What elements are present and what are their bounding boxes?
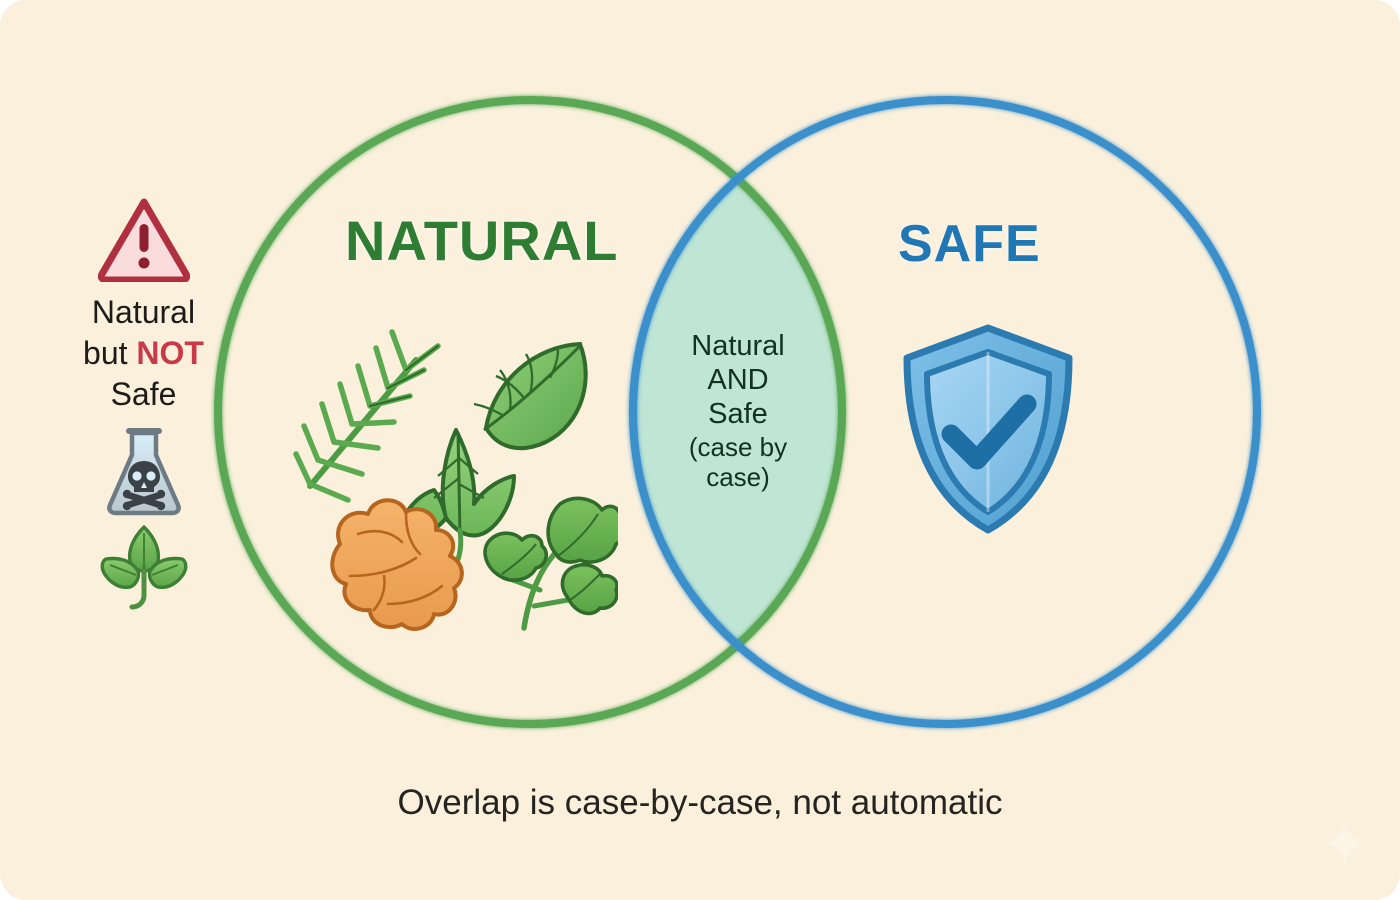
venn-circle-natural	[214, 96, 846, 728]
overlap-line-1: Natural	[691, 330, 785, 362]
overlap-line-3: Safe	[708, 397, 768, 430]
crossbones-glyph	[124, 491, 163, 509]
venn-circle-safe	[629, 96, 1261, 728]
herb-sprig-icon-wrap	[36, 523, 251, 615]
warning-triangle-icon-wrap	[36, 196, 251, 288]
venn-label-safe: SAFE	[898, 215, 1041, 273]
annotation-line-3: Safe	[110, 375, 177, 412]
herb-illustration-group	[293, 329, 618, 631]
venn-intersection-fill	[633, 100, 842, 724]
venn-overlap-text: Natural AND Safe (case by case)	[648, 330, 828, 493]
poison-flask-icon-wrap	[36, 425, 251, 521]
sparkle-watermark-icon	[1322, 820, 1368, 866]
shield-check-icon	[903, 324, 1073, 534]
annotation-line-2-prefix: but	[83, 334, 137, 371]
rosemary-sprig-icon	[293, 329, 441, 503]
venn-label-natural: NATURAL	[345, 209, 619, 272]
cilantro-sprig-icon	[483, 496, 618, 631]
overlap-line-2: AND	[707, 363, 769, 396]
annotation-emphasis-not: NOT	[136, 334, 204, 371]
skull-glyph	[127, 460, 160, 492]
overlap-line-4: (case by	[688, 431, 788, 462]
annotation-text: Natural but NOT Safe	[36, 292, 251, 415]
annotation-line-1: Natural	[91, 294, 196, 330]
herb-sprig-icon	[100, 525, 187, 610]
basil-leaf-icon	[473, 341, 588, 451]
overlap-line-5: case)	[706, 462, 770, 493]
natural-not-safe-annotation: Natural but NOT Safe	[36, 196, 251, 615]
warning-triangle-icon	[97, 198, 190, 284]
ginger-root-icon	[330, 498, 464, 631]
poison-flask-icon	[106, 427, 181, 516]
diagram-caption: Overlap is case-by-case, not automatic	[397, 783, 1003, 822]
